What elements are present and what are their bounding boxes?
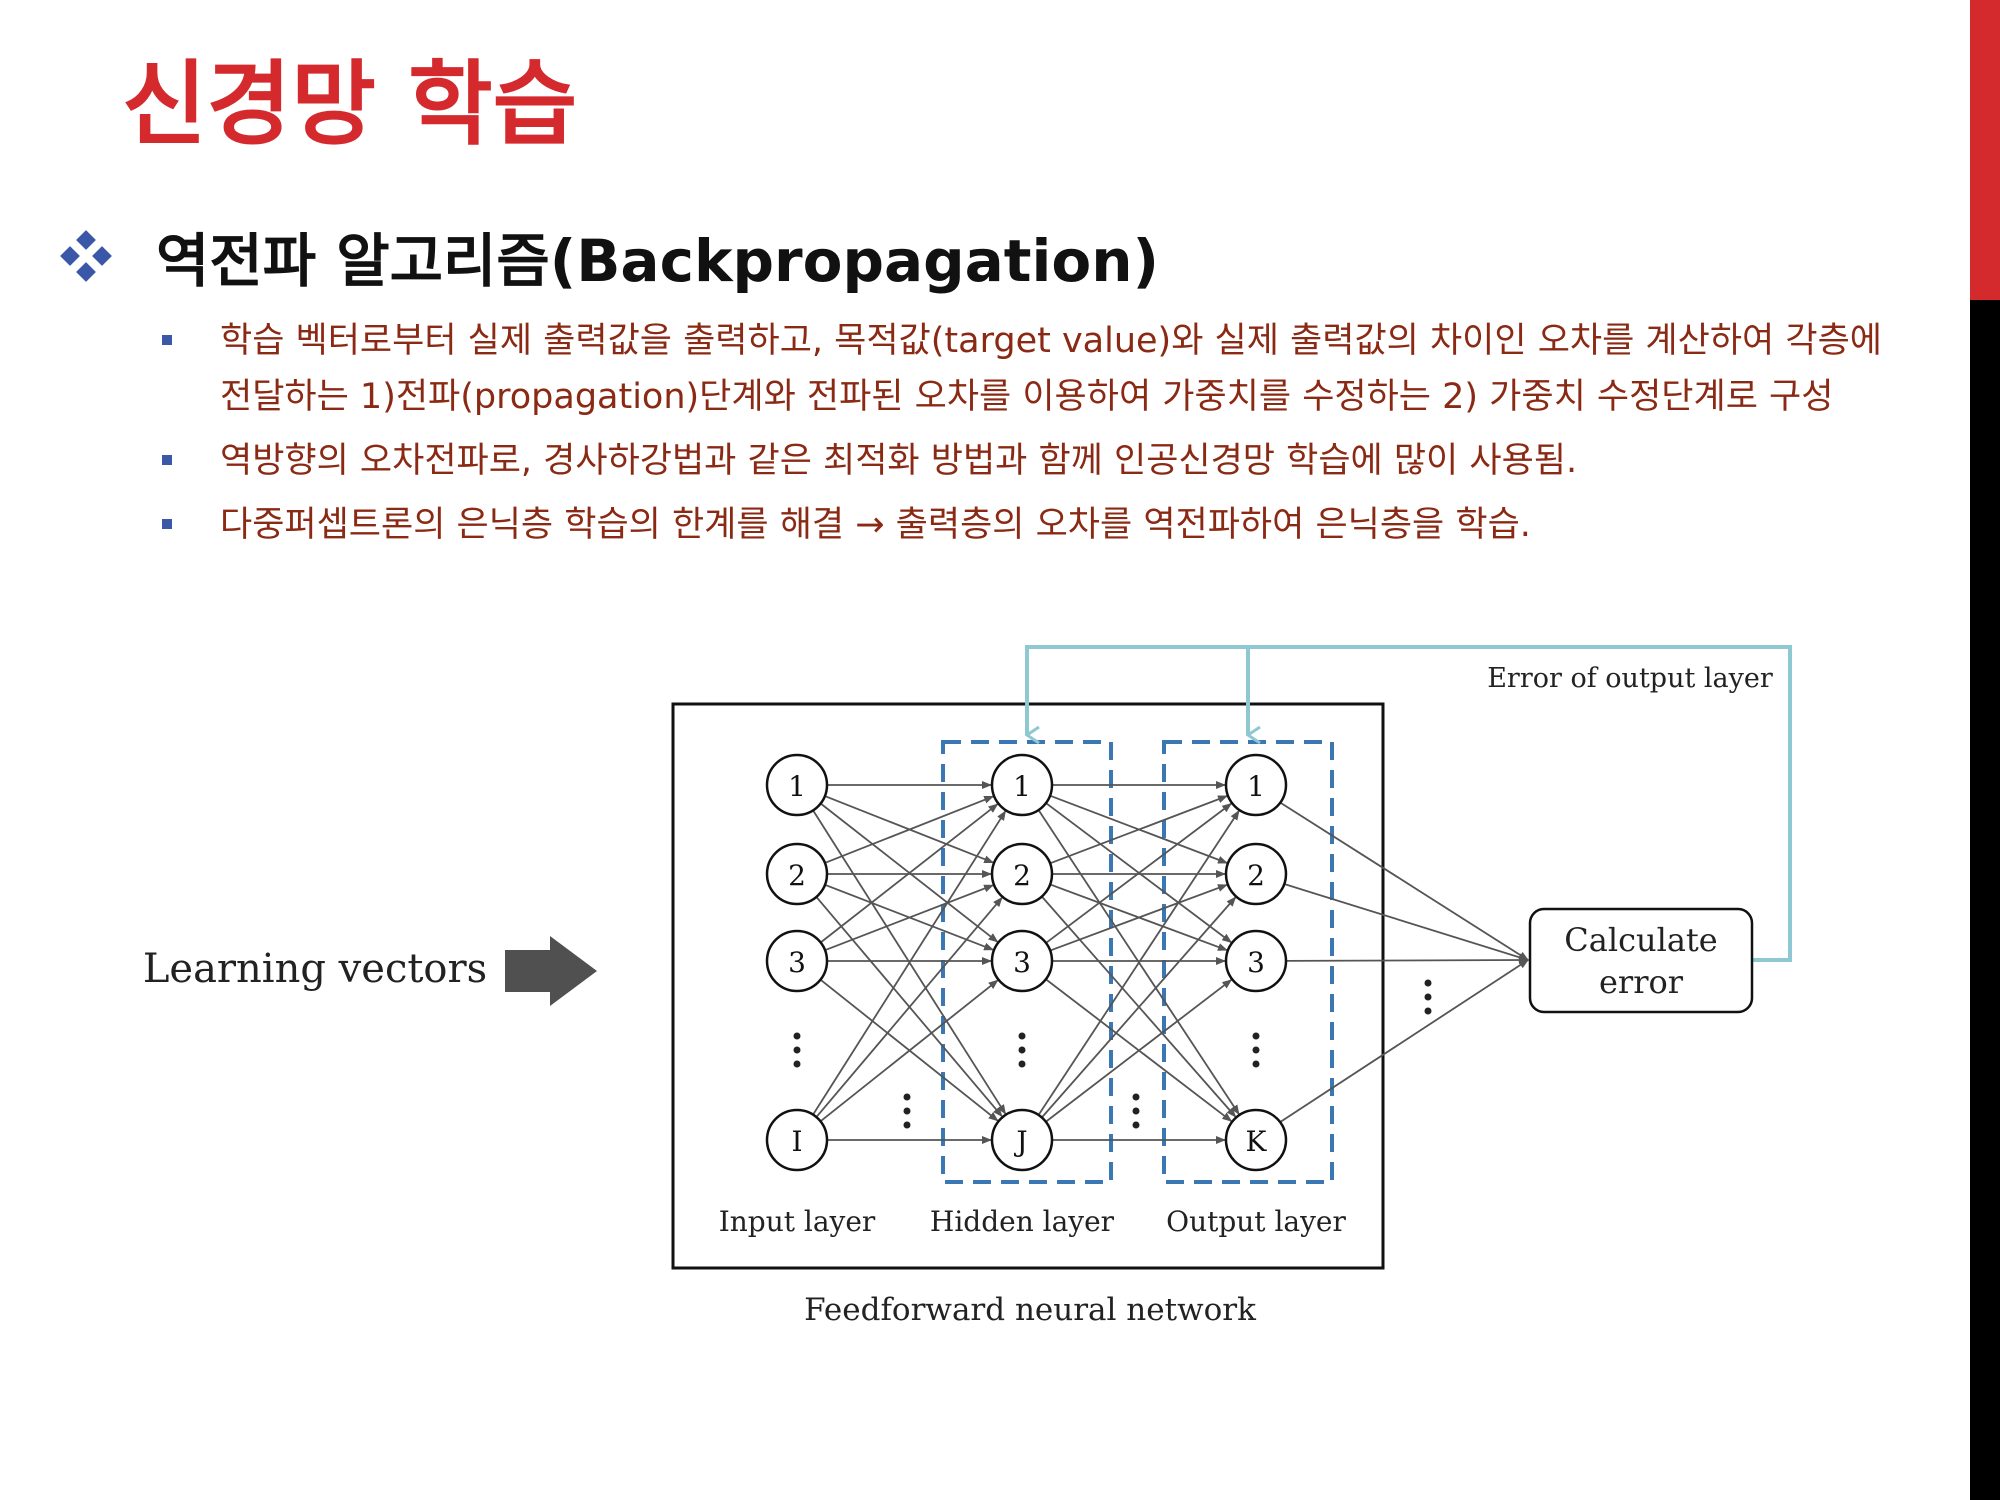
learning-vectors-label: Learning vectors	[143, 946, 487, 992]
output-node: 2	[1224, 842, 1288, 906]
input-hidden-link	[812, 810, 1007, 1116]
bullet-text: 학습 벡터로부터 실제 출력값을 출력하고, 목적값(target value)…	[220, 321, 1882, 417]
output-error-link	[1279, 801, 1529, 961]
calculate-error-line1: Calculate	[1564, 921, 1717, 959]
bullet-item: 학습 벡터로부터 실제 출력값을 출력하고, 목적값(target value)…	[160, 313, 1920, 425]
input-layer-label: Input layer	[719, 1205, 876, 1238]
output-layer-label: Output layer	[1166, 1205, 1346, 1238]
output-error-link	[1279, 959, 1529, 1123]
section-heading: 역전파 알고리즘(Backpropagation)	[156, 227, 1160, 295]
hidden-node: 1	[990, 753, 1054, 817]
error-of-output-label: Error of output layer	[1487, 663, 1773, 694]
vertical-ellipsis-icons	[793, 979, 1432, 1129]
side-accent-bar-red	[1970, 0, 2000, 300]
hidden-node-label: 1	[1013, 770, 1031, 803]
output-node-label: 2	[1247, 859, 1265, 892]
side-accent-bar-black	[1970, 300, 2000, 1500]
input-node: 1	[765, 753, 829, 817]
hidden-node: 3	[990, 929, 1054, 993]
input-node: I	[765, 1108, 829, 1172]
calculate-error-box	[1528, 907, 1754, 1014]
input-node: 3	[765, 929, 829, 993]
square-bullet-icon	[162, 519, 172, 529]
hidden-node: 2	[990, 842, 1054, 906]
input-node-label: 2	[788, 859, 806, 892]
hidden-output-link	[1049, 795, 1228, 865]
input-node-label: 3	[788, 946, 806, 979]
input-hidden-link	[815, 896, 1003, 1118]
hidden-output-link	[1045, 802, 1233, 944]
bullet-list: 학습 벡터로부터 실제 출력값을 출력하고, 목적값(target value)…	[160, 313, 1920, 561]
output-node-label: 1	[1247, 770, 1265, 803]
output-node: 1	[1224, 753, 1288, 817]
heading-row: 역전파 알고리즘(Backpropagation)	[60, 216, 1159, 296]
hidden-output-link	[1041, 896, 1237, 1119]
output-node: K	[1224, 1108, 1288, 1172]
output-layer-nodes: 1 2 3 K	[1224, 753, 1288, 1172]
hidden-layer-label: Hidden layer	[930, 1205, 1115, 1238]
hidden-output-link	[1037, 810, 1240, 1116]
input-node: 2	[765, 842, 829, 906]
input-node-label: I	[791, 1125, 802, 1158]
hidden-node-label: 2	[1013, 859, 1031, 892]
output-node: 3	[1224, 929, 1288, 993]
feedback-line-to-hidden	[1025, 645, 1792, 962]
input-node-label: 1	[788, 770, 806, 803]
input-hidden-link	[824, 795, 995, 864]
diagram-caption: Feedforward neural network	[804, 1292, 1256, 1328]
square-bullet-icon	[162, 455, 172, 465]
output-error-link	[1284, 883, 1529, 962]
square-bullet-icon	[162, 335, 172, 345]
hidden-node: J	[990, 1108, 1054, 1172]
hidden-output-link	[1049, 883, 1228, 952]
hidden-node-label: 3	[1013, 946, 1031, 979]
input-hidden-link	[820, 803, 999, 944]
slide-title: 신경망 학습	[122, 51, 578, 158]
bullet-text: 역방향의 오차전파로, 경사하강법과 같은 최적화 방법과 함께 인공신경망 학…	[220, 441, 1578, 481]
output-node-label: 3	[1247, 946, 1265, 979]
bullet-text: 다중퍼셉트론의 은닉층 학습의 한계를 해결 → 출력층의 오차를 역전파하여 …	[220, 505, 1531, 545]
input-hidden-link	[819, 979, 999, 1123]
hidden-layer-nodes: 1 2 3 J	[990, 753, 1054, 1172]
input-hidden-link	[824, 884, 995, 952]
hidden-output-link	[1045, 979, 1233, 1123]
connection-lines	[812, 781, 1529, 1144]
bullet-item: 역방향의 오차전파로, 경사하강법과 같은 최적화 방법과 함께 인공신경망 학…	[160, 433, 1920, 489]
bullet-item: 다중퍼셉트론의 은닉층 학습의 한계를 해결 → 출력층의 오차를 역전파하여 …	[160, 497, 1920, 553]
output-node-label: K	[1246, 1125, 1268, 1158]
right-arrow-icon	[505, 936, 597, 1006]
hidden-node-label: J	[1013, 1125, 1027, 1158]
output-error-link	[1285, 956, 1529, 965]
calculate-error-line2: error	[1599, 963, 1684, 1001]
input-layer-nodes: 1 2 3 I	[765, 753, 829, 1172]
